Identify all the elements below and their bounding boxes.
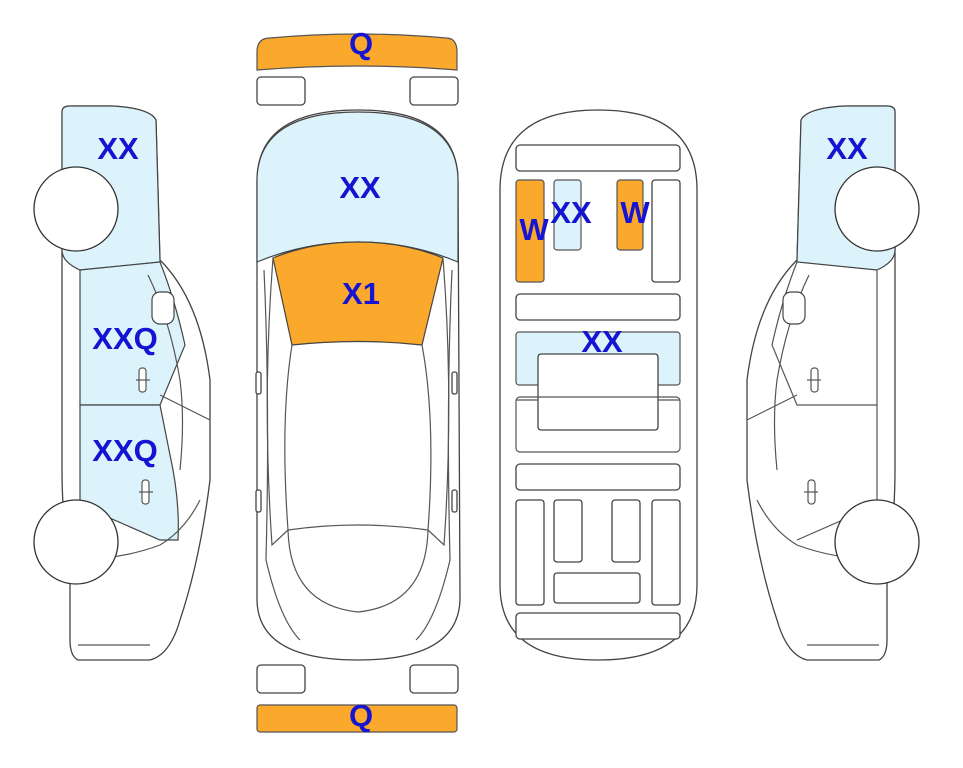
right-side-view: XX [746,105,920,661]
rear-crossbar [515,612,681,640]
front-left-light [256,76,306,106]
label-left-front-door: XXQ [92,321,157,356]
left-mirror [151,291,175,325]
left-rear-wheel [33,499,119,585]
under-center-frame [515,396,681,453]
under-mid-bar [515,293,681,321]
front-right-light [409,76,459,106]
label-hood: XX [339,170,381,205]
right-front-handle [807,367,821,393]
rear-right-light [409,664,459,694]
right-rear-handle [804,479,818,505]
under-tank [537,353,659,431]
label-under-left-rail: W [519,212,549,247]
top-view: Q XX X1 Q [255,26,461,733]
left-front-wheel [33,166,119,252]
under-right-side-rail [651,179,681,283]
label-under-right-rail: W [620,195,650,230]
under-crossmember [553,179,582,251]
label-front-bumper: Q [349,26,373,61]
right-rear-wheel [834,499,920,585]
right-front-wheel [834,166,920,252]
under-left-rail [515,179,545,283]
right-mirror [782,291,806,325]
left-side-view: XX XXQ XXQ [33,105,211,661]
windshield-panel [272,241,444,346]
underbody-view: W XX W XX [499,109,698,661]
label-left-rear-door: XXQ [92,433,157,468]
label-windshield: X1 [342,276,380,311]
left-rear-door-panel [79,404,179,541]
under-right-rail [616,179,644,251]
label-rear-bumper: Q [349,698,373,733]
front-crossbar [515,144,681,172]
rear-left-light [256,664,306,694]
left-front-handle [136,367,150,393]
label-left-front-fender: XX [97,131,139,166]
rear-bumper-panel [256,704,458,733]
left-rear-handle [139,479,153,505]
label-right-front-fender: XX [826,131,868,166]
label-under-panel: XX [581,324,623,359]
front-bumper-panel [256,33,458,71]
label-under-crossmember: XX [550,195,592,230]
